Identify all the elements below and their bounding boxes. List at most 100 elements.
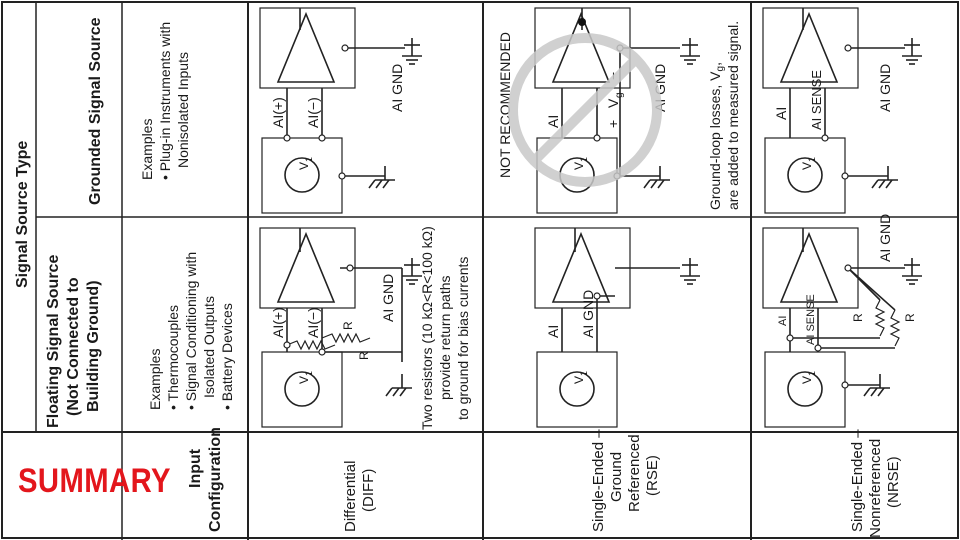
v1-label: V bbox=[297, 162, 311, 170]
not-recommended-label: NOT RECOMMENDED bbox=[497, 32, 513, 178]
note-line-2: provide return paths bbox=[437, 275, 453, 400]
floating-example-3: Isolated Outputs bbox=[201, 296, 217, 398]
nrse-label-3: (NRSE) bbox=[885, 456, 902, 508]
v1-label: V bbox=[800, 376, 814, 384]
circuit-diff-grounded: V 1 AI(+) AI(−) AI GND bbox=[259, 7, 423, 214]
floating-source-title: Floating Signal Source (Not Connected to… bbox=[45, 255, 102, 428]
v1-sub: 1 bbox=[304, 371, 314, 376]
vg-label: V bbox=[605, 98, 621, 108]
ground-icon bbox=[901, 257, 923, 285]
ai-gnd-label: AI GND bbox=[877, 214, 893, 262]
ai-label: AI bbox=[773, 107, 789, 120]
grounded-example-1: • Plug-in Instruments with bbox=[157, 22, 173, 180]
input-config-line-1: Input bbox=[187, 448, 204, 488]
v1-sub: 1 bbox=[807, 157, 817, 162]
circuit-nrse-floating: V 1 AI AI SENSE AI GND R R bbox=[762, 214, 923, 428]
grounded-examples: Examples • Plug-in Instruments with Noni… bbox=[139, 22, 191, 180]
input-config-line-2: Configuration bbox=[207, 427, 224, 532]
nrse-label-2: Nonreferenced bbox=[867, 439, 884, 538]
ai-gnd-label: AI GND bbox=[580, 290, 596, 338]
floating-title-line-2: (Not Connected to bbox=[65, 277, 82, 416]
v1-sub: 1 bbox=[304, 157, 314, 162]
row-label-nrse: Single-Ended – Nonreferenced (NRSE) bbox=[849, 429, 902, 538]
ai-sense-label: AI SENSE bbox=[809, 70, 824, 130]
summary-title: SUMMARY bbox=[18, 462, 171, 500]
diff-label-1: Differential bbox=[342, 461, 359, 532]
input-configuration-header: Input Configuration bbox=[187, 427, 224, 532]
v1-sub: 1 bbox=[807, 371, 817, 376]
ground-icon bbox=[901, 37, 923, 65]
grounded-examples-label: Examples bbox=[139, 119, 155, 180]
diff-floating-note: Two resistors (10 kΩ<R<100 kΩ) provide r… bbox=[419, 226, 471, 430]
ai-label: AI bbox=[777, 316, 789, 326]
amplifier-icon bbox=[259, 7, 356, 89]
voltage-source-icon bbox=[261, 351, 343, 428]
plus-label: + bbox=[605, 120, 621, 128]
row-label-rse: Single-Ended – Ground Referenced (RSE) bbox=[590, 429, 661, 532]
voltage-source-icon bbox=[764, 137, 846, 214]
ai-gnd-label: AI GND bbox=[380, 274, 396, 322]
resistor-label-1: R bbox=[341, 321, 355, 330]
signal-source-type-header: Signal Source Type bbox=[14, 141, 31, 288]
floating-title-line-1: Floating Signal Source bbox=[45, 255, 62, 428]
v1-sub: 1 bbox=[579, 157, 589, 162]
rse-label-2: Ground bbox=[608, 452, 625, 502]
v1-label: V bbox=[572, 376, 586, 384]
resistor-label-2: R bbox=[903, 313, 917, 322]
voltage-source-icon bbox=[261, 137, 343, 214]
v1-label: V bbox=[800, 162, 814, 170]
ai-sense-label: AI SENSE bbox=[805, 294, 817, 345]
floating-examples: Examples • Thermocouples • Signal Condit… bbox=[147, 252, 235, 410]
note-line-1: Two resistors (10 kΩ<R<100 kΩ) bbox=[419, 226, 435, 430]
rse-label-3: Referenced bbox=[626, 434, 643, 512]
circuit-rse-grounded: V 1 AI + V g − AI GND NOT RECOMMENDED Gr… bbox=[497, 7, 741, 214]
ground-loop-note: Ground-loop losses, Vg, are added to mea… bbox=[707, 21, 741, 210]
v1-sub: 1 bbox=[579, 371, 589, 376]
resistor-label-1: R bbox=[851, 313, 865, 322]
rse-label-1: Single-Ended – bbox=[590, 429, 607, 532]
ai-pos-label: AI(+) bbox=[270, 307, 286, 338]
floating-example-2: • Signal Conditioning with bbox=[183, 252, 199, 410]
ground-icon bbox=[679, 37, 701, 65]
grounded-source-title: Grounded Signal Source bbox=[87, 17, 104, 205]
floating-example-1: • Thermocouples bbox=[165, 305, 181, 410]
chassis-ground-icon bbox=[871, 165, 899, 189]
ground-loop-line-1: Ground-loop losses, Vg, bbox=[707, 62, 726, 210]
ai-label: AI bbox=[545, 115, 561, 128]
floating-title-line-3: Building Ground) bbox=[85, 280, 102, 412]
ai-neg-label: AI(−) bbox=[305, 307, 321, 338]
ai-neg-label: AI(−) bbox=[305, 97, 321, 128]
row-label-diff: Differential (DIFF) bbox=[342, 461, 377, 532]
nrse-label-1: Single-Ended – bbox=[849, 429, 866, 532]
ai-pos-label: AI(+) bbox=[270, 97, 286, 128]
voltage-source-icon bbox=[764, 351, 846, 428]
floating-example-4: • Battery Devices bbox=[219, 303, 235, 410]
power-dot-icon bbox=[578, 18, 586, 26]
floating-examples-label: Examples bbox=[147, 349, 163, 410]
vg-sub: g bbox=[614, 92, 625, 98]
circuit-nrse-grounded: V 1 AI AI SENSE AI GND bbox=[762, 7, 923, 214]
note-line-3: to ground for bias currents bbox=[455, 257, 471, 420]
circuit-diff-floating: V 1 AI(+) AI(−) AI GND R R Two resistors… bbox=[259, 226, 471, 430]
voltage-source-icon bbox=[536, 351, 618, 428]
circuit-rse-floating: V 1 AI AI GND bbox=[534, 227, 701, 428]
resistor-label-2: R bbox=[357, 351, 371, 360]
grounded-example-2: Nonisolated Inputs bbox=[175, 52, 191, 168]
ground-icon bbox=[679, 257, 701, 285]
chassis-ground-icon bbox=[643, 165, 671, 189]
chassis-ground-icon bbox=[368, 165, 396, 189]
prohibited-icon bbox=[508, 33, 662, 187]
ai-gnd-label: AI GND bbox=[389, 64, 405, 112]
ai-gnd-label: AI GND bbox=[877, 64, 893, 112]
v1-label: V bbox=[572, 162, 586, 170]
diff-label-2: (DIFF) bbox=[360, 469, 377, 512]
ground-loop-line-2: are added to measured signal. bbox=[725, 21, 741, 210]
ground-icon bbox=[401, 37, 423, 65]
ai-label: AI bbox=[545, 325, 561, 338]
v1-label: V bbox=[297, 376, 311, 384]
chassis-ground-icon bbox=[385, 373, 413, 397]
rse-label-4: (RSE) bbox=[644, 455, 661, 496]
